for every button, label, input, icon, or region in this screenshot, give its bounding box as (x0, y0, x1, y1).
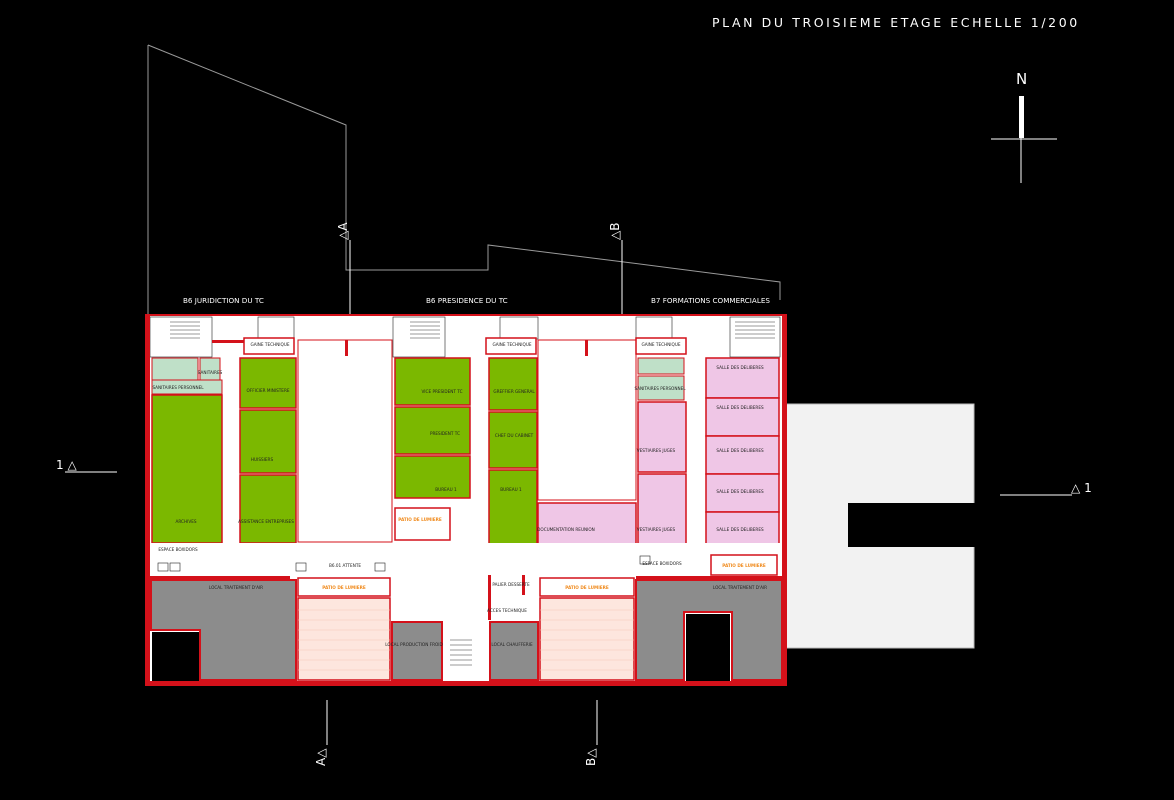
room-label: VESTIAIRES JUGES (636, 448, 676, 453)
patio-label: PATIO DE LUMIERE (565, 585, 609, 590)
corridor (150, 543, 782, 575)
furniture (157, 555, 651, 572)
room-label: ACCES TECHNIQUE (487, 608, 527, 613)
room-label: LOCAL TRAITEMENT D'AIR (712, 585, 768, 590)
room-label: GREFFIER GENERAL (493, 389, 535, 394)
wing-label-juridiction: B6 JURIDICTION DU TC (183, 296, 264, 305)
room-label: SALLE DES DELIBERES (716, 365, 764, 370)
room-label: SALLE DES DELIBERES (716, 405, 764, 410)
wall-accents (146, 315, 786, 685)
north-label: N (1016, 70, 1028, 88)
room-label: SANITAIRES PERSONNEL (634, 386, 686, 391)
room-label: GAINE TECHNIQUE (492, 342, 532, 347)
patio-label: PATIO DE LUMIERE (722, 563, 766, 568)
room-label: BUREAU 1 (500, 487, 522, 492)
north-arrow-icon (991, 96, 1057, 183)
room-label: LOCAL TRAITEMENT D'AIR (208, 585, 264, 590)
section-mark-1-left: 1 △ (56, 458, 77, 472)
room-label: B6.01 ATTENTE (328, 563, 362, 568)
room-label: ESPACE BOXIDORS (158, 547, 198, 552)
room-label: GAINE TECHNIQUE (641, 342, 681, 347)
rooms-green (151, 357, 538, 549)
section-mark-a-top: △A (336, 222, 350, 240)
room-label: CHEF DU CABINET (494, 433, 534, 438)
rooms-sanitary (151, 357, 685, 401)
room-label: SALLE DES DELIBERES (716, 448, 764, 453)
open-voids (297, 339, 637, 543)
void-bottom-left (152, 632, 199, 682)
section-mark-a-bottom: A△ (314, 748, 328, 766)
wing-label-presidence: B6 PRESIDENCE DU TC (426, 296, 508, 305)
section-mark-1-right: △ 1 (1071, 481, 1092, 495)
section-mark-b-bottom: B△ (584, 748, 598, 766)
room-label: PALIER DESSERTE (492, 582, 530, 587)
room-label: PRESIDENT TC (429, 431, 461, 436)
room-label: DOCUMENTATION REUNION (537, 527, 595, 532)
room-label: ARCHIVES (175, 519, 197, 524)
plan-title: PLAN DU TROISIEME ETAGE ECHELLE 1/200 (712, 15, 1080, 30)
room-label: VESTIAIRES JUGES (636, 527, 676, 532)
stair-hatching (170, 321, 775, 666)
room-label: OFFICIER MINISTERE (246, 388, 290, 393)
patio-hatch (298, 609, 634, 671)
room-label: SALLE DES DELIBERES (716, 489, 764, 494)
room-label: SALLE DES DELIBERES (716, 527, 764, 532)
patio-label: PATIO DE LUMIERE (322, 585, 366, 590)
patio-strips (297, 507, 778, 597)
void-bottom-right (686, 614, 730, 682)
room-label: BUREAU 1 (435, 487, 457, 492)
room-label: GAINE TECHNIQUE (250, 342, 290, 347)
site-outline (147, 44, 781, 300)
gaine-strips (243, 337, 687, 355)
wing-label-formations: B7 FORMATIONS COMMERCIALES (651, 296, 770, 305)
rooms-patio-peach (297, 597, 635, 681)
room-label: ESPACE BOXIDORS (642, 561, 682, 566)
patio-label: PATIO DE LUMIERE (398, 517, 442, 522)
room-label: ASSISTANCE ENTREPRISES (238, 519, 294, 524)
room-label: VICE PRESIDENT TC (421, 389, 463, 394)
room-label: SANITAIRES PERSONNEL (152, 385, 204, 390)
room-label: LOCAL PRODUCTION FROID (385, 642, 443, 647)
room-label: SANITAIRES (197, 370, 223, 375)
room-label: LOCAL CHAUFFERIE (491, 642, 533, 647)
terrace (785, 403, 976, 649)
rooms-technical (150, 579, 783, 681)
stair-cores-top (149, 316, 781, 358)
room-label: HUISSIERS (250, 457, 274, 462)
section-mark-b-top: △B (608, 222, 622, 240)
